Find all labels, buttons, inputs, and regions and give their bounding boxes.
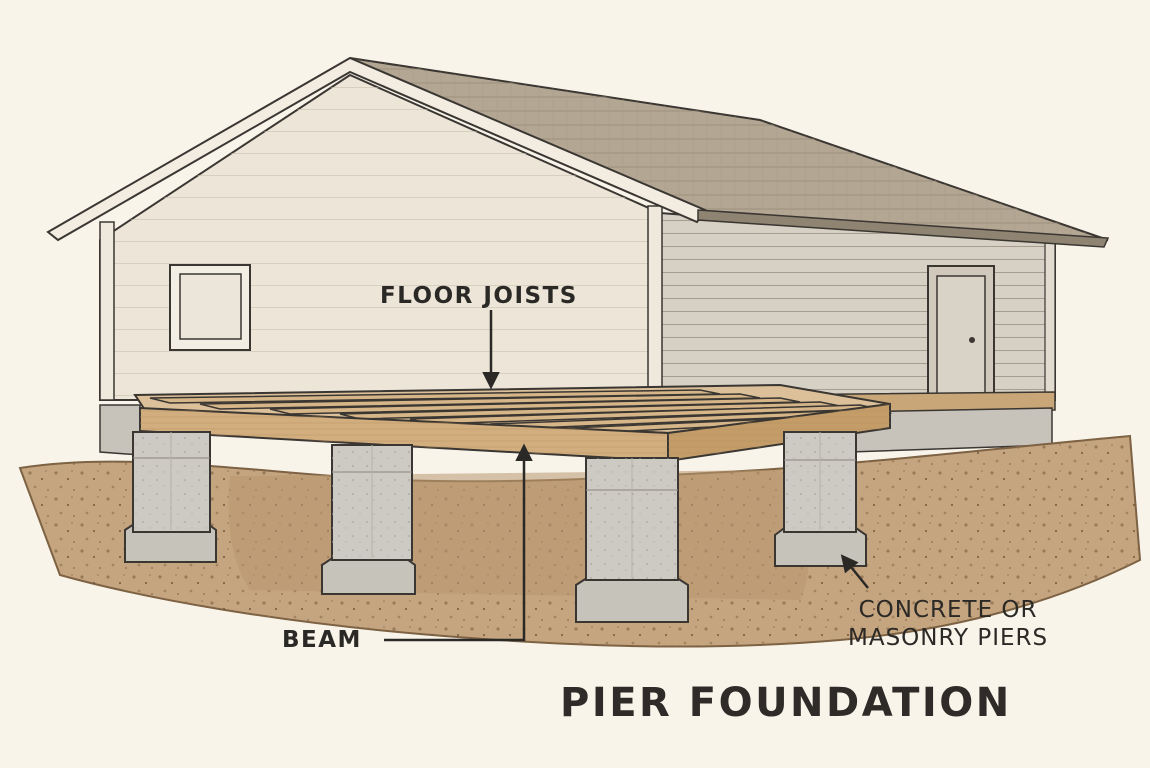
house (46, 56, 1110, 456)
pier-1 (124, 431, 217, 563)
door (927, 265, 995, 397)
floor-joists-label: FLOOR JOISTS (380, 283, 578, 309)
window (169, 264, 251, 351)
door-knob-icon (969, 337, 975, 343)
diagram-title: PIER FOUNDATION (560, 680, 1012, 726)
beam-label: BEAM (282, 627, 362, 653)
pier-2 (321, 444, 416, 595)
pier-4 (774, 431, 867, 567)
piers-label-line-2: MASONRY PIERS (848, 625, 1049, 651)
piers-arrow (840, 554, 869, 589)
pier-3 (575, 457, 689, 623)
piers-label-line-1: CONCRETE OR (858, 597, 1038, 623)
piers-label: CONCRETE OR MASONRY PIERS (848, 596, 1048, 652)
beam-arrow (384, 443, 533, 642)
floor-frame (133, 383, 893, 463)
beam (139, 402, 891, 463)
